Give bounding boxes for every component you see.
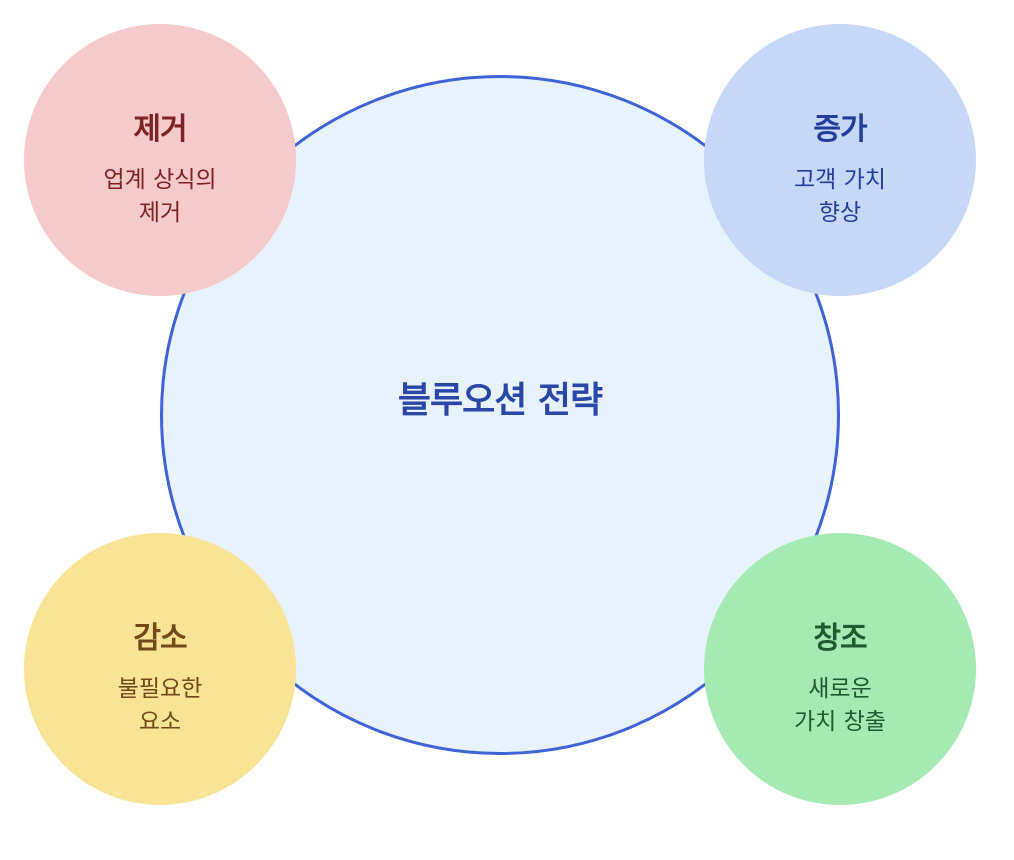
node-raise-desc-line1: 고객 가치 [794,167,886,193]
node-create-desc-line2: 가치 창출 [794,709,886,735]
node-raise-desc-line2: 향상 [818,200,862,226]
node-remove: 제거 업계 상식의 제거 [24,24,296,296]
node-remove-desc-line1: 업계 상식의 [103,167,217,193]
node-create-desc-line1: 새로운 [808,676,872,702]
node-reduce-desc-line1: 불필요한 [117,676,203,702]
node-reduce-title: 감소 [133,621,187,656]
node-remove-title: 제거 [133,112,187,147]
node-reduce-desc-line2: 요소 [138,709,182,735]
center-title: 블루오션 전략 [397,380,603,421]
node-raise: 증가 고객 가치 향상 [704,24,976,296]
node-raise-title: 증가 [813,112,867,147]
node-remove-desc-line2: 제거 [138,200,182,226]
node-create: 창조 새로운 가치 창출 [704,533,976,805]
node-reduce: 감소 불필요한 요소 [24,533,296,805]
node-create-title: 창조 [813,621,867,656]
